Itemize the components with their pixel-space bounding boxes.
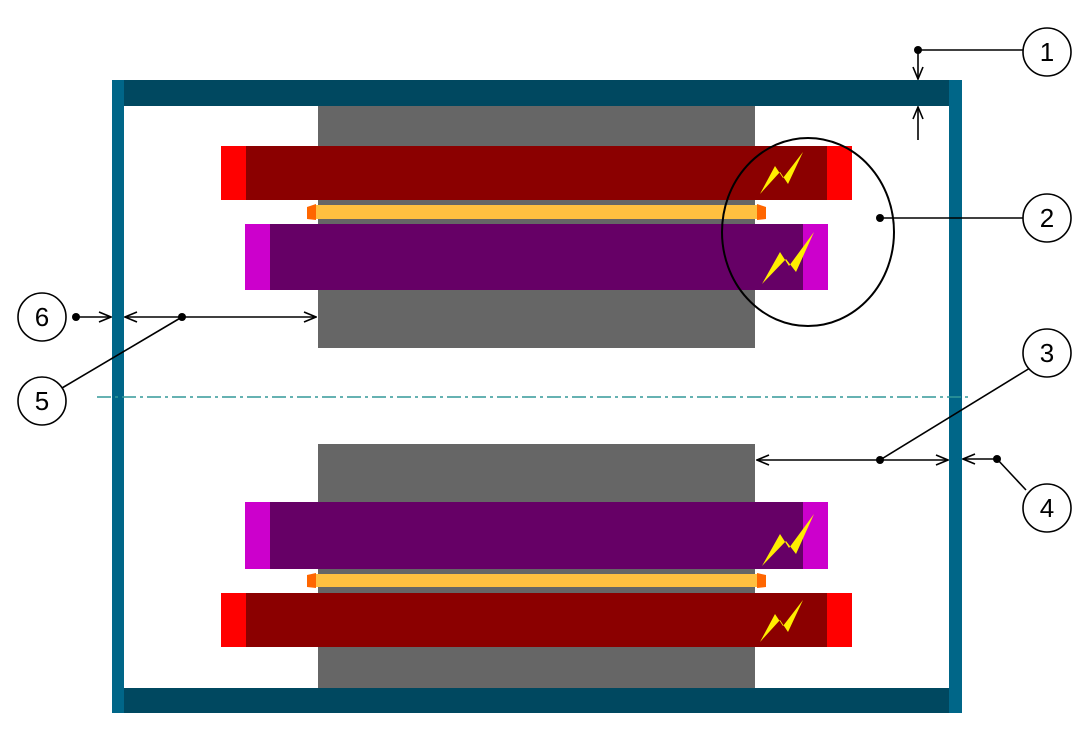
callout-3: 3 [1022, 328, 1072, 378]
lower-winding-set [221, 502, 852, 647]
callout-label: 1 [1040, 37, 1054, 67]
insulation-barrier [316, 205, 757, 219]
barrier-end [307, 573, 316, 588]
callout-5: 5 [17, 376, 67, 426]
callout-label: 4 [1040, 493, 1054, 523]
insulation-barrier [316, 574, 757, 587]
callout-2: 2 [1022, 193, 1072, 243]
winding-end [221, 146, 246, 200]
outer-winding [221, 146, 852, 200]
callout-label: 2 [1040, 203, 1054, 233]
winding-end [245, 502, 270, 569]
inner-winding [245, 502, 828, 569]
callout-6: 6 [17, 292, 67, 342]
fault-region-ellipse [721, 137, 895, 327]
winding-end [827, 593, 852, 647]
winding-end [221, 593, 246, 647]
callout-4: 4 [1022, 483, 1072, 533]
tank-frame [112, 80, 962, 713]
annotation-lines [61, 49, 1031, 491]
winding-end [827, 146, 852, 200]
callout-label: 3 [1040, 338, 1054, 368]
inner-winding [245, 224, 828, 290]
winding-end [245, 224, 270, 290]
annotation-dots [72, 46, 1001, 464]
barrier-end [757, 204, 766, 220]
upper-winding-set [221, 146, 852, 290]
tank-bottom-yoke [124, 688, 949, 713]
barrier-end [757, 573, 766, 588]
callout-1: 1 [1022, 27, 1072, 77]
tank-top-yoke [124, 80, 949, 106]
winding-end [803, 502, 828, 569]
callout-label: 5 [35, 386, 49, 416]
barrier-end [307, 204, 316, 220]
winding-end [803, 224, 828, 290]
callout-label: 6 [35, 302, 49, 332]
outer-winding [221, 593, 852, 647]
